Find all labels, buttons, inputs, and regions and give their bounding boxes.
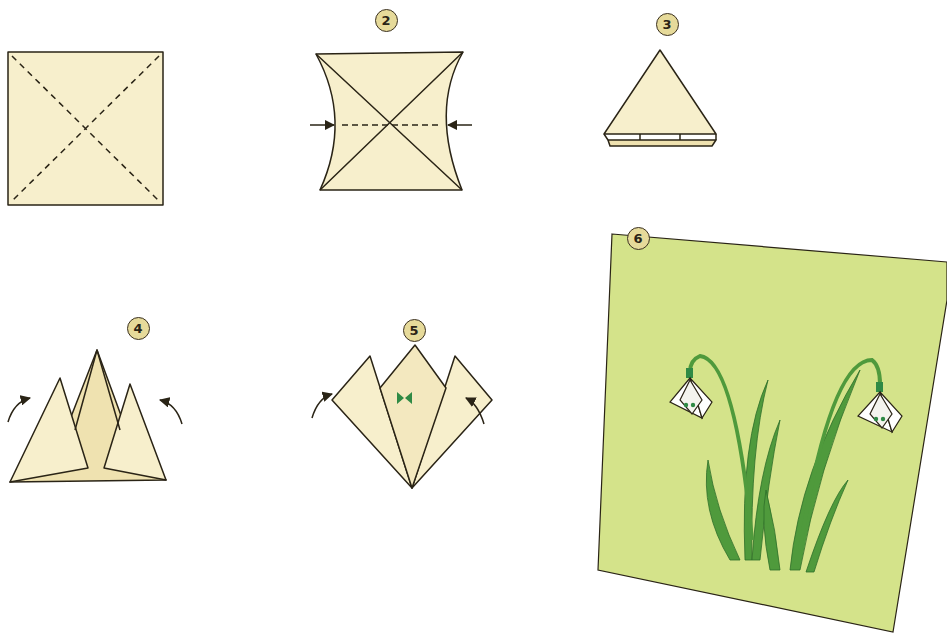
pinched-square xyxy=(316,52,463,190)
turn-arrow xyxy=(312,394,332,418)
fold-line xyxy=(342,124,440,126)
push-arrow xyxy=(310,124,334,126)
center-petal xyxy=(380,345,446,488)
step-number: 6 xyxy=(633,232,642,245)
lower-layer xyxy=(608,140,716,146)
turn-arrow xyxy=(466,398,484,424)
snowdrop-card xyxy=(598,234,947,632)
green-marks xyxy=(397,392,412,404)
creases xyxy=(316,52,463,190)
step-number: 4 xyxy=(133,322,142,335)
turn-arrow xyxy=(160,400,182,424)
base-layer xyxy=(10,350,166,482)
left-flap xyxy=(10,378,88,482)
step-number: 3 xyxy=(662,18,671,31)
layer-edges xyxy=(604,134,716,140)
step-number: 2 xyxy=(381,14,390,27)
fold-lines xyxy=(12,56,159,201)
step-number-circle: 3 xyxy=(656,13,679,36)
center-point xyxy=(75,350,120,430)
folded-triangle xyxy=(604,50,716,134)
step-number-circle: 6 xyxy=(627,227,650,250)
step-number-circle: 4 xyxy=(127,317,150,340)
turn-arrow xyxy=(8,398,30,422)
step-number-circle: 5 xyxy=(403,319,426,342)
push-arrow xyxy=(448,124,472,126)
step-number-circle: 2 xyxy=(375,9,398,32)
right-flap xyxy=(104,384,166,480)
step-number: 5 xyxy=(409,324,418,337)
paper-square xyxy=(8,52,163,205)
